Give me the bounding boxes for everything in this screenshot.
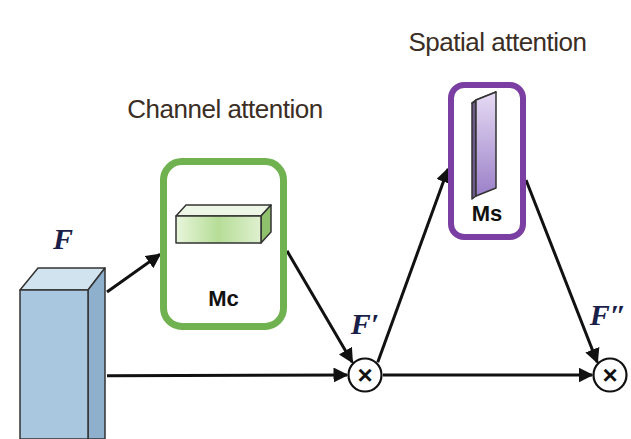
- flow-arrow: [287, 251, 352, 362]
- flow-arrow: [526, 180, 597, 362]
- feature-label: F′: [340, 307, 390, 340]
- map-label: Mc: [167, 287, 280, 311]
- feature-cube: [20, 268, 105, 439]
- module-box: Ms: [448, 82, 526, 240]
- cube-area: [20, 268, 107, 439]
- flow-arrow: [107, 374, 347, 378]
- module-title: Channel attention: [110, 95, 340, 124]
- flow-arrow: [383, 374, 592, 377]
- attention-module: Ms Spatial attention: [385, 28, 610, 243]
- multiply-node: × F′: [340, 305, 390, 395]
- multiply-circle: ×: [592, 357, 628, 393]
- spatial-map: [472, 92, 496, 199]
- multiply-node: × F″: [588, 298, 628, 395]
- module-box: Mc: [160, 158, 287, 330]
- flow-arrow: [107, 254, 160, 292]
- multiply-symbol: ×: [347, 357, 383, 393]
- channel-vector: [176, 205, 271, 243]
- module-title: Spatial attention: [385, 28, 610, 57]
- feature-label: F″: [588, 298, 628, 331]
- attention-module: Mc Channel attention: [110, 95, 340, 335]
- multiply-symbol: ×: [592, 357, 628, 393]
- feature-map: F: [18, 222, 108, 439]
- feature-label: F: [18, 222, 108, 255]
- map-label: Ms: [454, 202, 520, 226]
- multiply-circle: ×: [347, 357, 383, 393]
- flow-arrow: [378, 169, 448, 362]
